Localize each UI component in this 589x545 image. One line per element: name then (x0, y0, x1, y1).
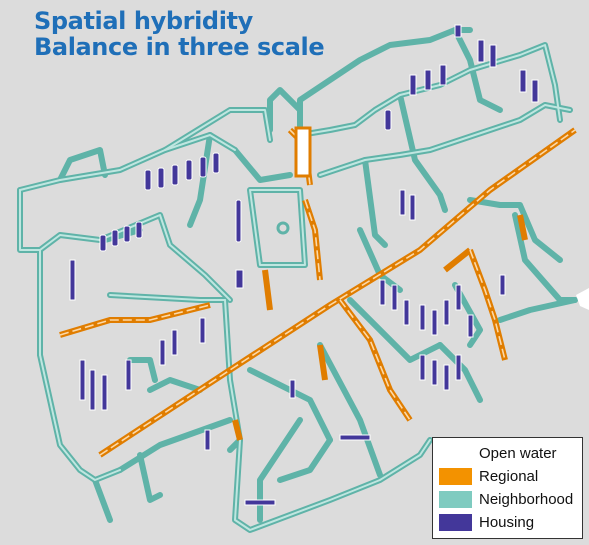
map-legend: Open water Regional Neighborhood Housing (432, 437, 583, 539)
legend-label-neighborhood: Neighborhood (479, 491, 574, 508)
neighborhood-layer (17, 27, 578, 533)
legend-label-regional: Regional (479, 468, 539, 485)
legend-swatch-regional (439, 468, 472, 485)
map-title: Spatial hybridity Balance in three scale (34, 7, 325, 61)
open-water-layer (576, 288, 589, 310)
legend-swatch-neighborhood (439, 491, 472, 508)
legend-item-housing: Housing (439, 511, 576, 534)
legend-item-regional: Regional (439, 465, 576, 488)
map-title-line1: Spatial hybridity (34, 7, 253, 35)
regional-layer (59, 126, 577, 458)
legend-swatch-open-water (439, 445, 472, 462)
map-title-line2: Balance in three scale (34, 33, 325, 61)
housing-layer (69, 24, 539, 506)
legend-swatch-housing (439, 514, 472, 531)
legend-label-open-water: Open water (479, 445, 557, 462)
legend-item-open-water: Open water (439, 442, 576, 465)
legend-item-neighborhood: Neighborhood (439, 488, 576, 511)
legend-label-housing: Housing (479, 514, 535, 531)
